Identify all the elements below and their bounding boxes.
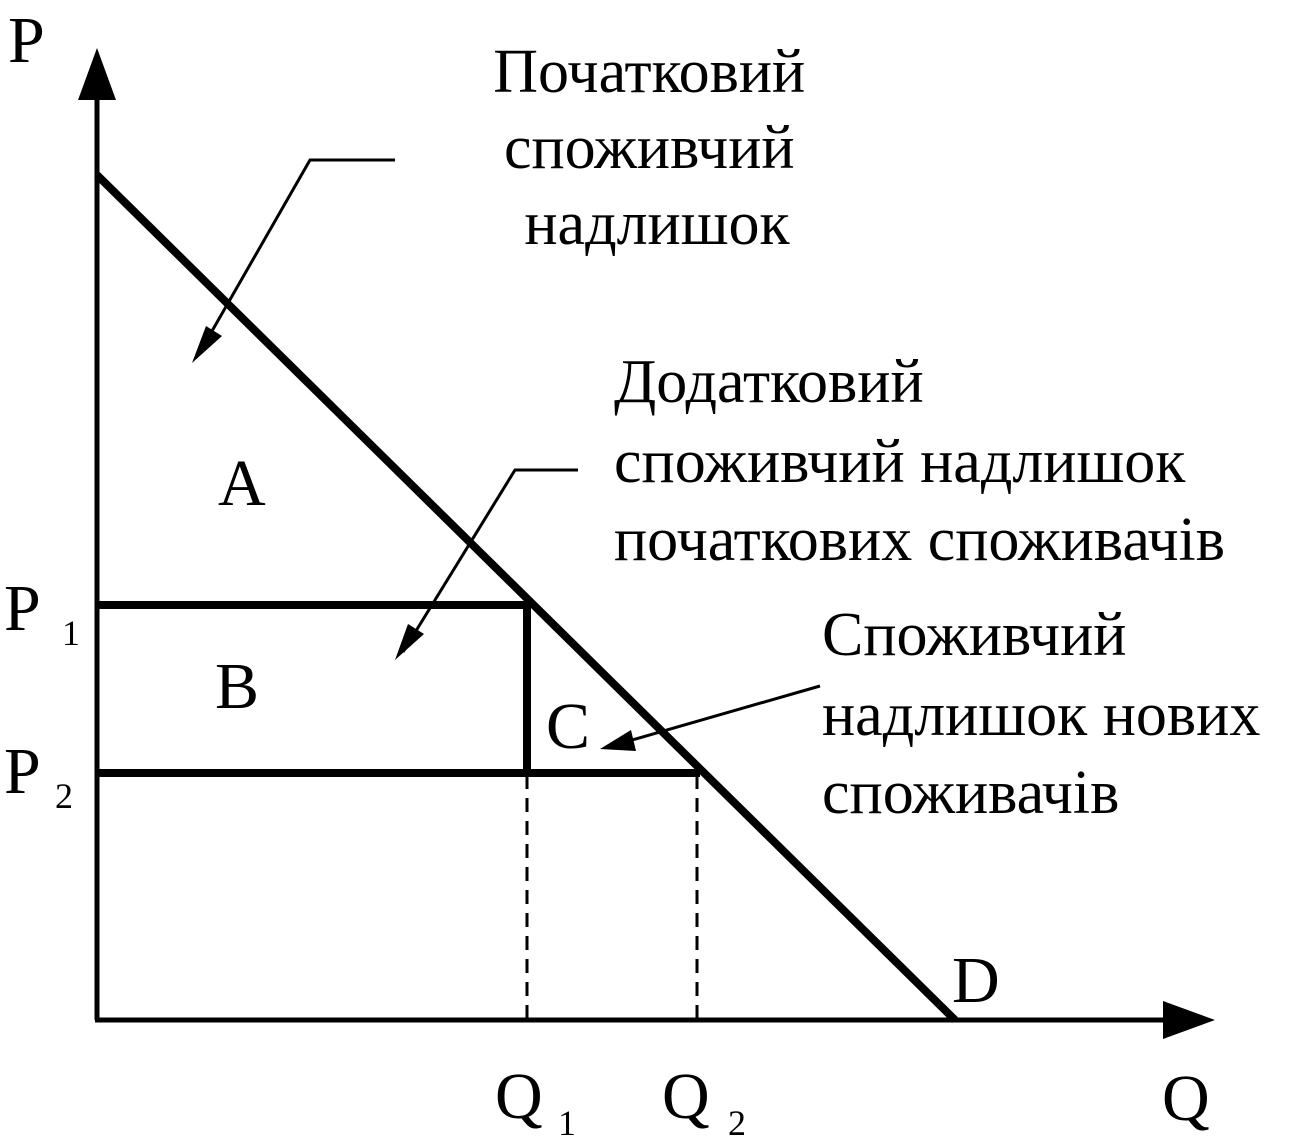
p-axis-label: P xyxy=(8,4,45,77)
additional-surplus-line-1: Додатковий xyxy=(614,348,924,416)
demand-label: D xyxy=(952,944,1000,1017)
new-surplus-text: Споживчий надлишок нових споживачів xyxy=(822,601,1276,827)
new-surplus-arrowhead xyxy=(600,730,636,751)
new-surplus-pointer xyxy=(624,684,821,744)
p2-label: P xyxy=(4,735,41,808)
initial-surplus-line-2: споживчий xyxy=(504,114,795,182)
initial-surplus-line-1: Початковий xyxy=(493,38,805,106)
new-surplus-line-2: надлишок нових xyxy=(822,681,1260,749)
q-axis-arrowhead xyxy=(1163,1001,1215,1039)
additional-surplus-arrowhead xyxy=(395,624,424,660)
initial-surplus-line-3: надлишок xyxy=(524,190,790,258)
initial-surplus-text: Початковий споживчий надлишок xyxy=(493,38,820,258)
initial-surplus-pointer xyxy=(198,158,395,353)
p1-label: P xyxy=(4,572,41,645)
additional-surplus-text: Додатковий споживчий надлишок початкових… xyxy=(614,348,1225,574)
p-axis-arrowhead xyxy=(78,48,116,100)
new-surplus-line-3: споживачів xyxy=(822,759,1119,827)
area-b-label: B xyxy=(215,650,259,723)
additional-surplus-line-3: початкових споживачів xyxy=(614,506,1225,574)
q1-label: Q xyxy=(495,1060,543,1133)
area-c-label: C xyxy=(546,690,590,763)
initial-surplus-arrowhead xyxy=(192,326,222,363)
q2-label: Q xyxy=(662,1060,710,1133)
additional-surplus-pointer xyxy=(401,468,578,653)
area-a-label: A xyxy=(218,447,266,520)
new-surplus-line-1: Споживчий xyxy=(822,601,1126,669)
q2-subscript: 2 xyxy=(728,1103,746,1139)
p1-subscript: 1 xyxy=(62,613,80,653)
p2-subscript: 2 xyxy=(55,776,73,816)
q-axis-label: Q xyxy=(1162,1062,1210,1135)
additional-surplus-line-2: споживчий надлишок xyxy=(614,428,1186,496)
demand-curve xyxy=(94,172,958,1023)
q1-subscript: 1 xyxy=(558,1103,576,1139)
